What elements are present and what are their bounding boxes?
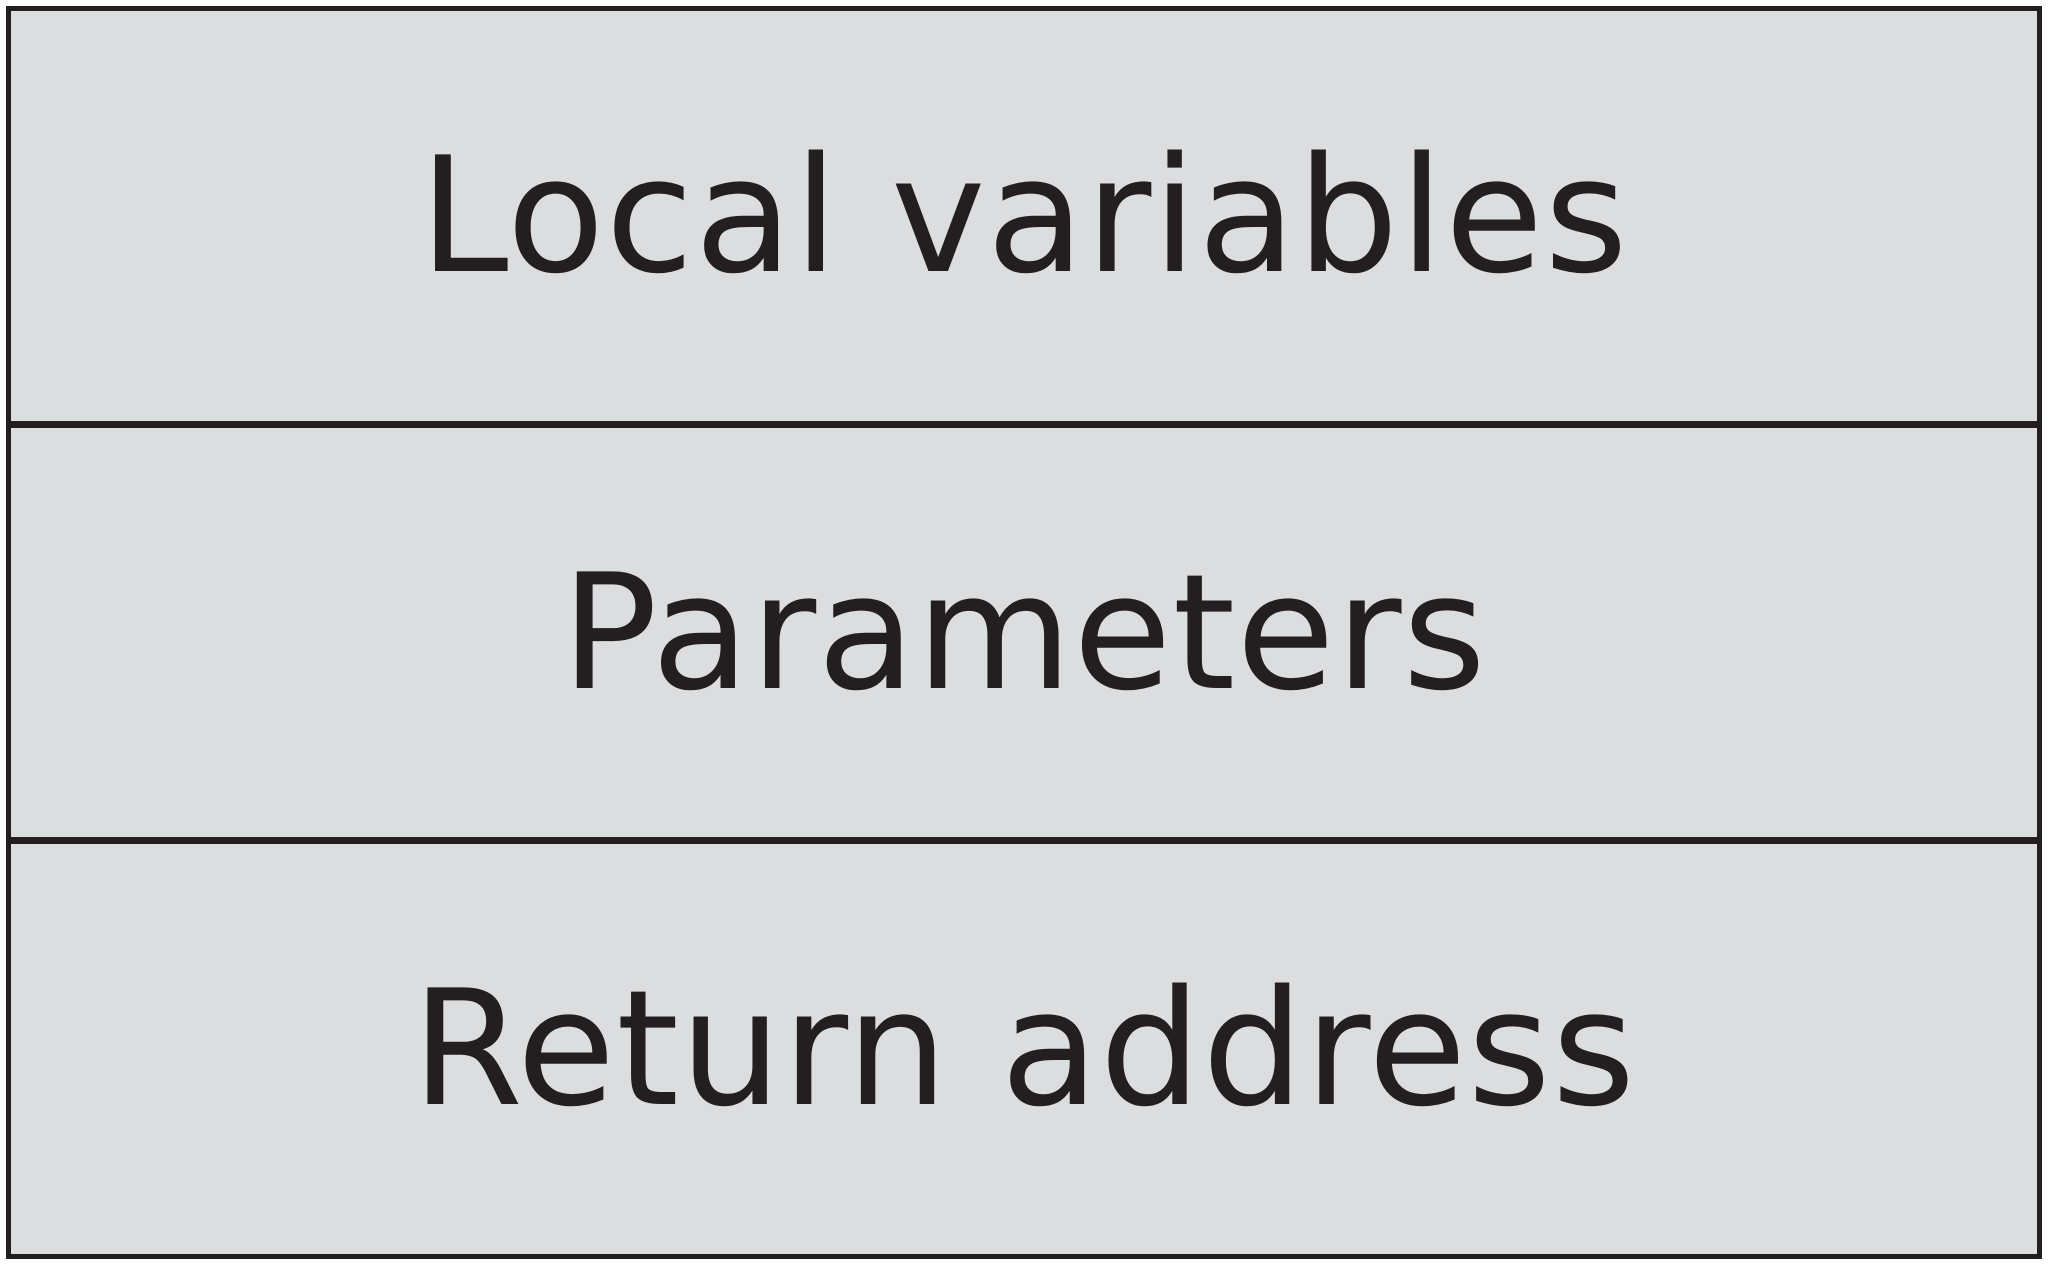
stack-cell-local-variables: Local variables <box>11 11 2037 421</box>
stack-cell-label: Local variables <box>419 121 1629 309</box>
stack-cell-label: Return address <box>411 955 1637 1143</box>
stack-cell-parameters: Parameters <box>11 420 2037 838</box>
stack-cell-label: Parameters <box>561 538 1487 726</box>
stack-cell-return-address: Return address <box>11 837 2037 1254</box>
stack-frame-diagram: Local variables Parameters Return addres… <box>6 6 2042 1259</box>
